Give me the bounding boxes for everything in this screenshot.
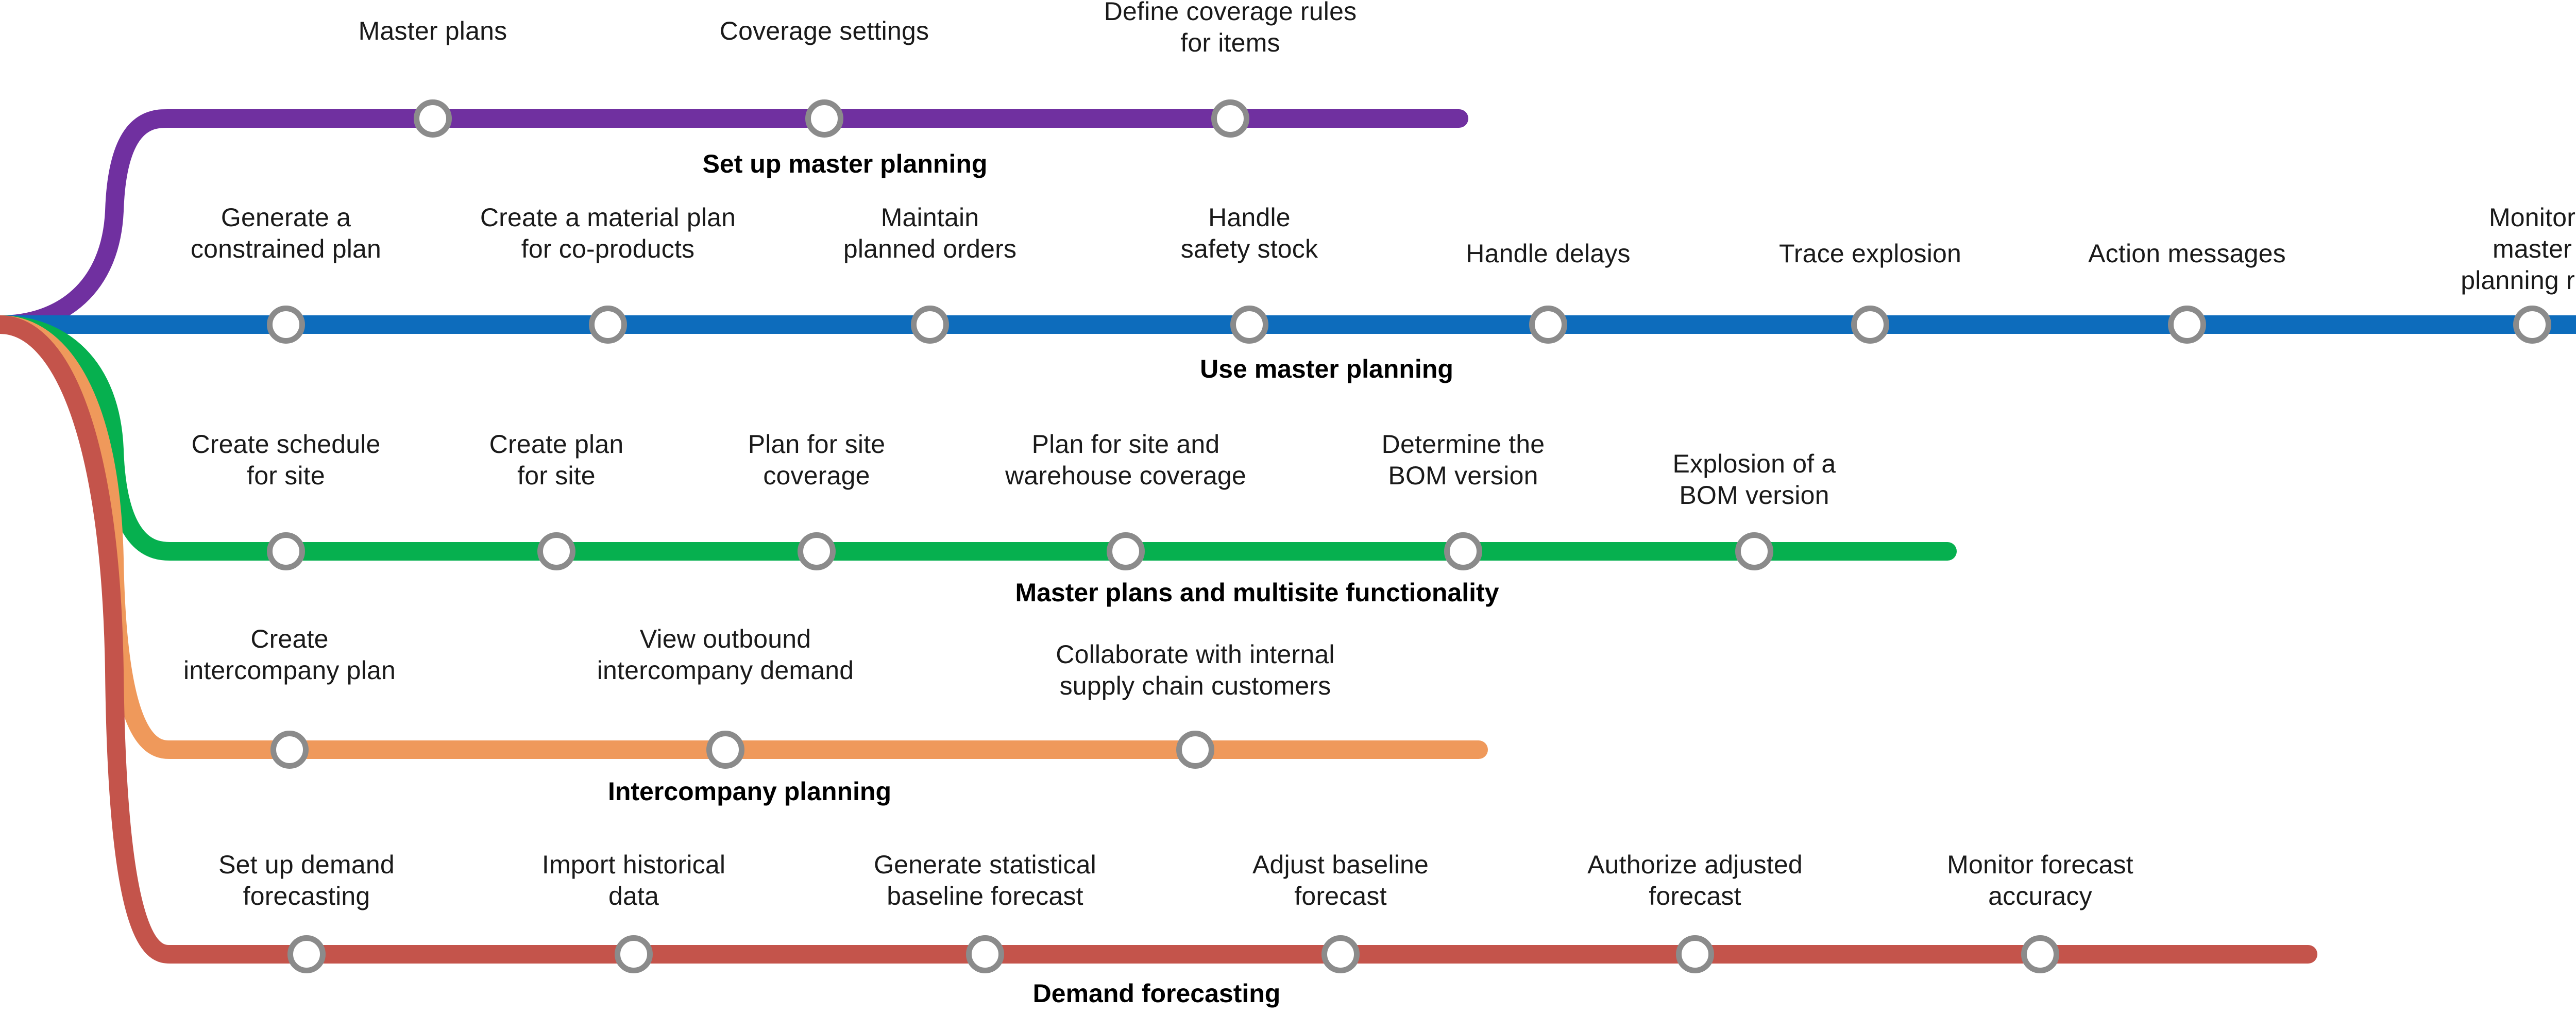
- station-label-use-master-planning-0[interactable]: Generate a constrained plan: [190, 203, 382, 263]
- station-node-demand-forecasting-2[interactable]: [966, 935, 1004, 973]
- station-node-demand-forecasting-4[interactable]: [1676, 935, 1714, 973]
- station-label-intercompany-planning-0[interactable]: Create intercompany plan: [183, 624, 396, 685]
- station-label-master-plans-and-multisite-functionality-0[interactable]: Create schedule for site: [191, 430, 381, 490]
- station-node-use-master-planning-3[interactable]: [1230, 306, 1268, 344]
- station-node-master-plans-and-multisite-functionality-3[interactable]: [1107, 532, 1145, 570]
- station-label-master-plans-and-multisite-functionality-5[interactable]: Explosion of a BOM version: [1672, 449, 1836, 510]
- station-label-demand-forecasting-4[interactable]: Authorize adjusted forecast: [1587, 850, 1803, 910]
- line-title-use-master-planning: Use master planning: [1200, 354, 1453, 383]
- station-node-use-master-planning-7[interactable]: [2513, 306, 2551, 344]
- line-title-demand-forecasting: Demand forecasting: [1032, 979, 1281, 1008]
- station-label-set-up-master-planning-1[interactable]: Coverage settings: [719, 16, 929, 45]
- station-node-use-master-planning-5[interactable]: [1851, 306, 1889, 344]
- station-node-set-up-master-planning-1[interactable]: [805, 99, 843, 138]
- station-node-master-plans-and-multisite-functionality-0[interactable]: [267, 532, 305, 570]
- station-node-master-plans-and-multisite-functionality-1[interactable]: [537, 532, 575, 570]
- station-label-use-master-planning-6[interactable]: Action messages: [2088, 239, 2286, 268]
- station-node-master-plans-and-multisite-functionality-4[interactable]: [1444, 532, 1482, 570]
- line-title-intercompany-planning: Intercompany planning: [607, 777, 892, 806]
- station-label-demand-forecasting-0[interactable]: Set up demand forecasting: [218, 850, 395, 910]
- station-node-set-up-master-planning-2[interactable]: [1211, 99, 1249, 138]
- line-title-master-plans-and-multisite-functionality: Master plans and multisite functionality: [1015, 578, 1499, 607]
- station-label-intercompany-planning-2[interactable]: Collaborate with internal supply chain c…: [1056, 640, 1335, 700]
- station-label-demand-forecasting-3[interactable]: Adjust baseline forecast: [1252, 850, 1429, 910]
- station-node-intercompany-planning-0[interactable]: [270, 731, 309, 769]
- station-label-use-master-planning-7[interactable]: Monitor master planning run: [2461, 203, 2576, 295]
- station-node-master-plans-and-multisite-functionality-5[interactable]: [1735, 532, 1773, 570]
- station-label-demand-forecasting-5[interactable]: Monitor forecast accuracy: [1947, 850, 2133, 910]
- station-node-use-master-planning-1[interactable]: [589, 306, 627, 344]
- station-node-intercompany-planning-2[interactable]: [1176, 731, 1214, 769]
- station-node-use-master-planning-2[interactable]: [911, 306, 949, 344]
- station-label-master-plans-and-multisite-functionality-3[interactable]: Plan for site and warehouse coverage: [1005, 430, 1246, 490]
- station-label-master-plans-and-multisite-functionality-1[interactable]: Create plan for site: [489, 430, 624, 490]
- station-node-use-master-planning-6[interactable]: [2168, 306, 2206, 344]
- station-label-use-master-planning-5[interactable]: Trace explosion: [1778, 239, 1962, 268]
- station-label-demand-forecasting-1[interactable]: Import historical data: [541, 850, 726, 910]
- station-node-demand-forecasting-0[interactable]: [287, 935, 326, 973]
- station-node-demand-forecasting-5[interactable]: [2021, 935, 2059, 973]
- station-node-demand-forecasting-3[interactable]: [1321, 935, 1360, 973]
- station-label-master-plans-and-multisite-functionality-4[interactable]: Determine the BOM version: [1381, 430, 1545, 490]
- station-node-set-up-master-planning-0[interactable]: [414, 99, 452, 138]
- line-title-set-up-master-planning: Set up master planning: [702, 149, 988, 178]
- station-node-intercompany-planning-1[interactable]: [706, 731, 744, 769]
- station-label-use-master-planning-1[interactable]: Create a material plan for co-products: [480, 203, 736, 263]
- station-label-use-master-planning-4[interactable]: Handle delays: [1466, 239, 1631, 268]
- station-label-master-plans-and-multisite-functionality-2[interactable]: Plan for site coverage: [748, 430, 886, 490]
- station-label-demand-forecasting-2[interactable]: Generate statistical baseline forecast: [874, 850, 1096, 910]
- station-label-use-master-planning-3[interactable]: Handle safety stock: [1180, 203, 1318, 263]
- station-node-master-plans-and-multisite-functionality-2[interactable]: [798, 532, 836, 570]
- station-label-set-up-master-planning-2[interactable]: Define coverage rules for items: [1104, 0, 1357, 57]
- station-label-set-up-master-planning-0[interactable]: Master plans: [358, 16, 507, 45]
- station-node-use-master-planning-0[interactable]: [267, 306, 305, 344]
- station-node-demand-forecasting-1[interactable]: [615, 935, 653, 973]
- station-label-intercompany-planning-1[interactable]: View outbound intercompany demand: [597, 624, 854, 685]
- station-label-use-master-planning-2[interactable]: Maintain planned orders: [843, 203, 1017, 263]
- station-node-use-master-planning-4[interactable]: [1529, 306, 1567, 344]
